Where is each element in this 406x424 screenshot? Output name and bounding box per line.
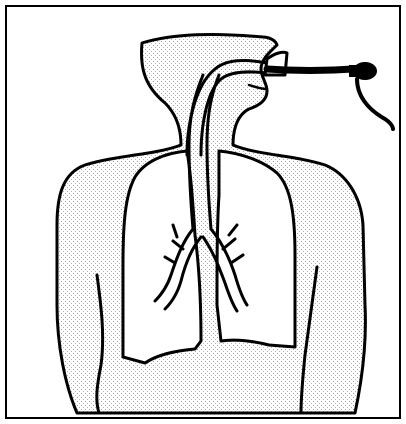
respiratory-intubation-illustration: [5, 5, 401, 419]
right-lung: [217, 151, 295, 347]
figure-container: [5, 5, 401, 419]
tube-tail-to-connector: [267, 69, 353, 71]
